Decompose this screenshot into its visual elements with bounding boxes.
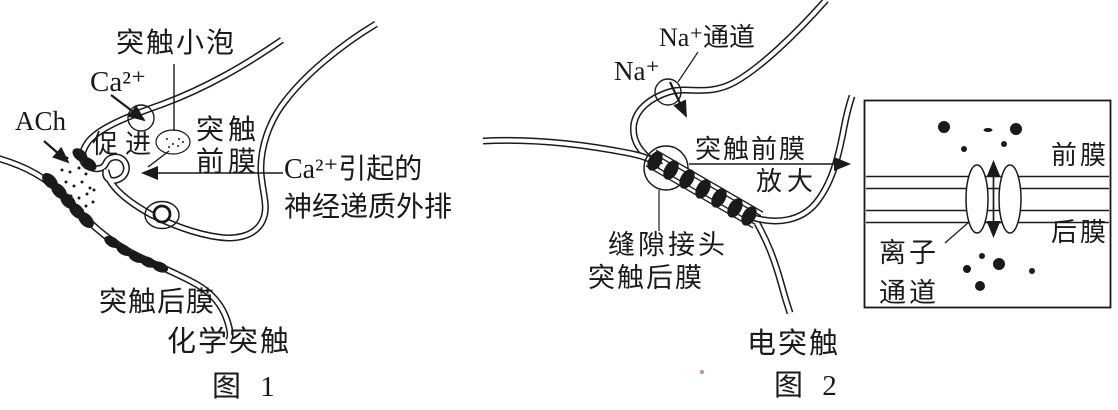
ion-channel-label-line1: 离子 [879,238,939,268]
inset-box [863,99,1112,309]
fig1-receptor-blobs-upper [42,172,94,229]
fig2-postsynaptic-membrane-tail [757,223,790,313]
scan-speck [700,370,704,374]
inset-post-membrane-label: 后膜 [1051,218,1110,247]
fig1-receptor-blobs-lower [104,235,169,273]
sodium-ion-label: Na⁺ [614,56,660,86]
chemical-synapse-title: 化学突触 [167,326,292,358]
calcium-exocytosis-label-line1: Ca²⁺引起的 [284,154,423,185]
gap-junction-channels [644,149,762,229]
ion-channel-label: 离子 通道 [879,233,939,313]
ion-channel-label-line2: 通道 [879,278,939,308]
magnify-label: 放大 [756,167,819,196]
ion-channel-leader-line [944,221,970,244]
promote-label: 促进 [92,130,159,159]
fig1-presynaptic-membrane-label-line1: 突触 [196,115,261,146]
ach-arrow [43,140,70,164]
calcium-exocytosis-label-line2: 神经递质外排 [284,192,453,223]
ion-dots-below [963,253,1035,291]
calcium-exocytosis-label: Ca²⁺引起的 神经递质外排 [284,151,452,227]
gap-junction-label: 缝隙接头 [608,230,728,260]
calcium-arrow [110,94,146,122]
vesicle-to-omega-line [147,150,170,168]
figure1-caption: 图 1 [212,371,275,403]
calcium-label: Ca²⁺ [90,66,147,98]
sodium-channel-leader-line [677,51,699,83]
ach-label: ACh [15,106,67,136]
vesicle-label: 突触小泡 [116,28,237,59]
neurotransmitter-dots [60,152,96,217]
fig2-postsynaptic-membrane-label: 突触后膜 [588,263,704,293]
fig1-presynaptic-membrane-label: 突触 前膜 [196,115,260,179]
fig1-membrane-blobs [72,148,97,171]
inset-pre-membrane-label: 前膜 [1051,141,1110,170]
fig2-presynaptic-membrane-label: 突触前膜 [695,135,808,164]
fig1-presynaptic-membrane-label-line2: 前膜 [196,147,261,178]
endosome-double-circle [144,200,180,230]
synaptic-vesicle [155,129,191,155]
ion-channel-proteins [965,164,1022,234]
sodium-channel-circle [654,78,682,106]
electrical-synapse-title: 电突触 [747,328,841,360]
fig1-postsynaptic-membrane-label: 突触后膜 [99,287,216,318]
sodium-channel-label: Na⁺通道 [659,23,756,52]
ion-dots-above [938,121,1022,152]
figure2-caption: 图 2 [774,370,837,402]
sodium-arrow [669,81,687,118]
